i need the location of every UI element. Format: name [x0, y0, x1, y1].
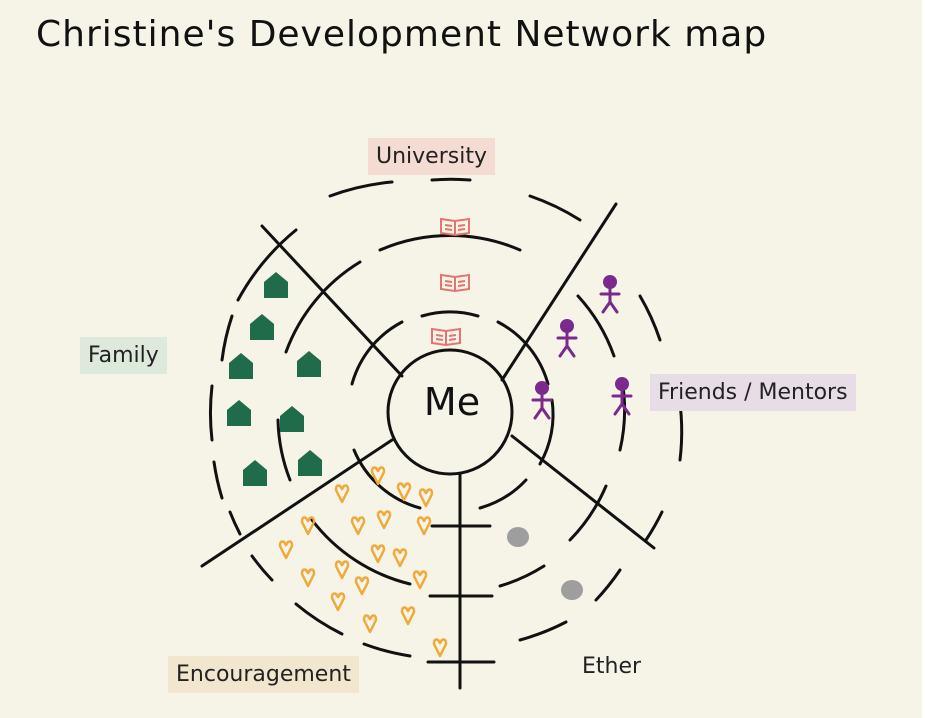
heart-icon [350, 516, 366, 536]
book-icon [431, 327, 461, 347]
house-icon [264, 272, 288, 298]
middle-ring [276, 233, 627, 588]
outer-ring [209, 177, 684, 658]
house-icon [229, 353, 253, 379]
family-icons [227, 272, 322, 486]
heart-icon [416, 516, 432, 536]
heart-icon [418, 488, 434, 508]
house-icon [250, 314, 274, 340]
label-encouragement: Encouragement [168, 656, 359, 693]
house-icon [298, 450, 322, 476]
house-icon [297, 351, 321, 377]
heart-icon [300, 568, 316, 588]
heart-icon [370, 544, 386, 564]
divider-university-family [260, 224, 404, 378]
person-icon [599, 275, 621, 314]
center-circle [386, 348, 514, 476]
divider-friends-ether [510, 434, 656, 550]
house-icon [280, 406, 304, 432]
label-family: Family [80, 337, 167, 374]
heart-icon [330, 592, 346, 612]
page-edge [922, 0, 944, 718]
label-ether: Ether [582, 654, 642, 679]
label-friends-mentors: Friends / Mentors [650, 374, 856, 411]
heart-icon [392, 548, 408, 568]
network-map [200, 177, 684, 690]
center-label: Me [423, 380, 481, 424]
person-icon [556, 319, 578, 358]
heart-icon [400, 606, 416, 626]
heart-icon [334, 560, 350, 580]
ether-icons [507, 527, 583, 600]
house-icon [243, 460, 267, 486]
heart-icon [278, 540, 294, 560]
label-university: University [368, 138, 495, 175]
stone-icon [561, 580, 583, 600]
heart-icon [376, 510, 392, 530]
heart-icon [370, 466, 386, 486]
heart-icon [396, 482, 412, 502]
house-icon [227, 400, 251, 426]
person-icon [531, 381, 553, 420]
book-icon [440, 273, 470, 293]
page-title: Christine's Development Network map [36, 14, 768, 55]
inner-ring [350, 310, 555, 510]
university-icons [431, 217, 470, 347]
divider-university-friends [500, 202, 618, 382]
stone-icon [507, 527, 529, 547]
encouragement-icons [278, 466, 448, 658]
heart-icon [334, 484, 350, 504]
heart-icon [362, 614, 378, 634]
person-icon [611, 377, 633, 416]
friends-icons [531, 275, 633, 420]
heart-icon [354, 576, 370, 596]
heart-icon [300, 516, 316, 536]
divider-ticks [426, 524, 496, 664]
heart-icon [432, 638, 448, 658]
divider-family-encouragement [200, 438, 394, 568]
diagram-canvas: Christine's Development Network map [0, 0, 922, 718]
book-icon [440, 217, 470, 237]
heart-icon [412, 570, 428, 590]
